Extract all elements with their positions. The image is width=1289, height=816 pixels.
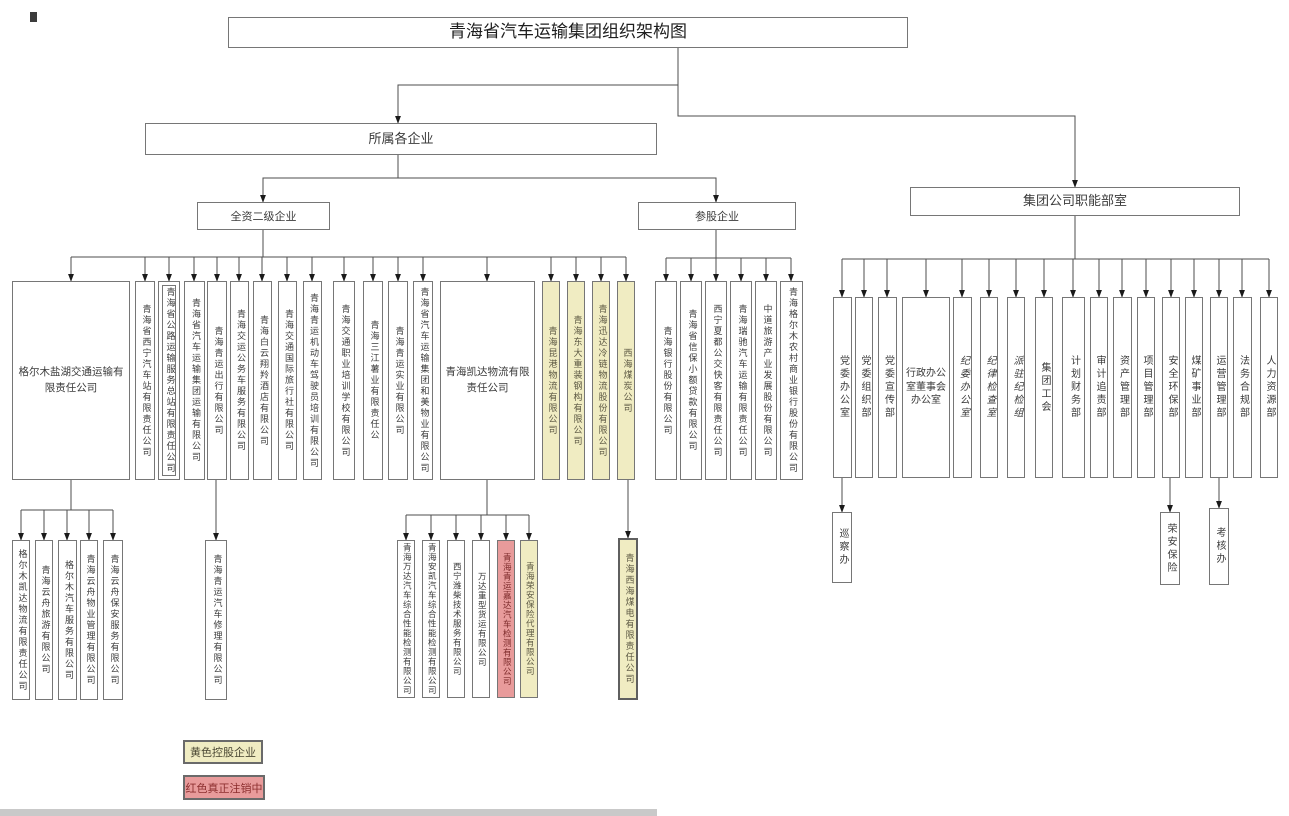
dept-box: 派驻纪检组	[1007, 297, 1025, 478]
office-box: 巡察办	[832, 512, 852, 583]
office-box: 荣安保险	[1160, 512, 1180, 585]
company-box: 格尔木盐湖交通运输有限责任公司	[12, 281, 130, 480]
dept-box: 党委组织部	[855, 297, 873, 478]
subsidiary-box: 西宁潍柴技术服务有限公司	[447, 540, 465, 698]
subsidiary-box: 格尔木凯达物流有限责任公司	[12, 540, 30, 700]
subsidiary-box-red: 青海青运嘉达汽车检测有限公司	[497, 540, 515, 698]
company-box: 青海交运公务车服务有限公司	[230, 281, 249, 480]
company-box: 青海凯达物流有限责任公司	[440, 281, 535, 480]
subsidiary-box: 万达重型货运有限公司	[472, 540, 490, 698]
group-wholly-owned: 全资二级企业	[197, 202, 330, 230]
company-box: 青海青运机动车驾驶员培训有限公司	[303, 281, 322, 480]
company-box: 青海青运实业有限公司	[388, 281, 408, 480]
dept-box: 资产管理部	[1113, 297, 1132, 478]
company-box: 青海青运出行有限公司	[207, 281, 227, 480]
chart-title: 青海省汽车运输集团组织架构图	[228, 17, 908, 48]
legend-red: 红色真正注销中	[183, 775, 265, 800]
company-box: 西宁夏都公交快客有限责任公司	[705, 281, 727, 480]
subsidiary-box: 青海安凯汽车综合性能检测有限公司	[422, 540, 440, 698]
subsidiary-box: 格尔木汽车服务有限公司	[58, 540, 77, 700]
subsidiary-box-yellow: 青海荣安保险代理有限公司	[520, 540, 538, 698]
group-invested: 参股企业	[638, 202, 796, 230]
subsidiary-box: 青海云舟保安服务有限公司	[103, 540, 123, 700]
company-box-yellow: 青海昆港物流有限公司	[542, 281, 560, 480]
subsidiary-box: 青海云舟物业管理有限公司	[80, 540, 98, 700]
dept-box: 集团工会	[1035, 297, 1053, 478]
dept-box: 计划财务部	[1062, 297, 1085, 478]
group-departments: 集团公司职能部室	[910, 187, 1240, 216]
group-enterprises: 所属各企业	[145, 123, 657, 155]
dept-box: 纪委办公室	[953, 297, 972, 478]
company-box: 青海白云翔羚酒店有限公司	[253, 281, 272, 480]
company-box: 青海省公路运输服务总站有限责任公司	[158, 281, 180, 480]
company-box-yellow: 青海迅达冷链物流股份有限公司	[592, 281, 610, 480]
page-bottom-edge	[0, 809, 657, 816]
subsidiary-box: 青海云舟旅游有限公司	[35, 540, 53, 700]
dept-box: 法务合规部	[1233, 297, 1252, 478]
company-box: 青海三江薯业有限责任公	[363, 281, 383, 480]
company-box: 青海银行股份有限公司	[655, 281, 677, 480]
legend-yellow: 黄色控股企业	[183, 740, 263, 764]
dept-box: 纪律检查室	[980, 297, 998, 478]
company-box: 青海省西宁汽车站有限责任公司	[135, 281, 155, 480]
dept-box: 人力资源部	[1260, 297, 1278, 478]
dept-box: 安全环保部	[1162, 297, 1180, 478]
company-box: 青海省汽车运输集团和美物业有限公司	[413, 281, 433, 480]
subsidiary-box: 青海万达汽车综合性能检测有限公司	[397, 540, 415, 698]
company-box-yellow: 青海东大重装钢构有限公司	[567, 281, 585, 480]
dept-box: 审计追责部	[1090, 297, 1108, 478]
company-box: 青海省汽车运输集团运输有限公司	[184, 281, 205, 480]
company-box: 青海交通职业培训学校有限公司	[333, 281, 355, 480]
dept-box: 煤矿事业部	[1185, 297, 1203, 478]
subsidiary-box: 青海青运汽车修理有限公司	[205, 540, 227, 700]
company-box: 青海瑞驰汽车运输有限责任公司	[730, 281, 752, 480]
office-box: 考核办	[1209, 508, 1229, 585]
dept-box: 党委宣传部	[878, 297, 897, 478]
subsidiary-box-yellow: 青海西海煤电有限责任公司	[618, 538, 638, 700]
dept-box: 行政办公室董事会办公室	[902, 297, 950, 478]
dept-box: 项目管理部	[1137, 297, 1155, 478]
company-box-yellow: 西海煤炭公司	[617, 281, 635, 480]
company-box: 青海格尔木农村商业银行股份有限公司	[780, 281, 803, 480]
company-box: 中道旅游产业发展股份有限公司	[755, 281, 777, 480]
corner-artifact	[30, 12, 37, 22]
company-box: 青海省信保小额贷款有限公司	[680, 281, 702, 480]
dept-box: 运营管理部	[1210, 297, 1228, 478]
dept-box: 党委办公室	[833, 297, 852, 478]
company-box: 青海交通国际旅行社有限公司	[278, 281, 297, 480]
